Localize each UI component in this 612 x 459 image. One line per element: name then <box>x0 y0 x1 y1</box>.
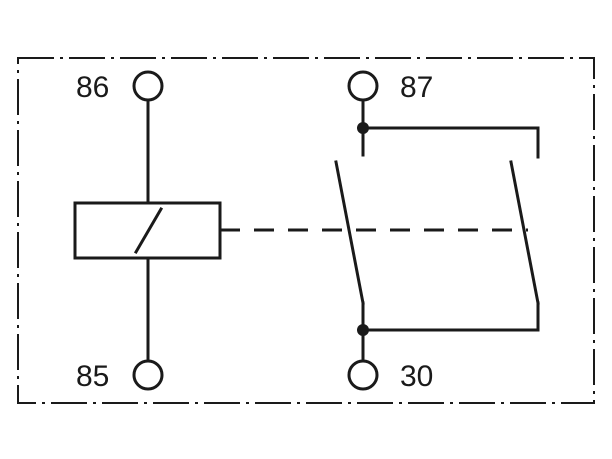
terminal-30-junction <box>357 324 369 336</box>
terminal-87-pin <box>347 70 379 102</box>
terminal-86-label: 86 <box>76 71 109 104</box>
relay-housing-boundary <box>17 57 595 404</box>
terminal-30-bus <box>361 301 540 332</box>
relay-coil-winding-mark <box>133 206 164 255</box>
switch-blade-right <box>509 160 540 305</box>
terminal-30-pin <box>347 359 379 391</box>
terminal-87-label: 87 <box>400 71 433 104</box>
terminal-85-label: 85 <box>76 360 109 393</box>
terminal-85-pin <box>132 359 164 391</box>
terminal-30-label: 30 <box>400 360 433 393</box>
switch-blade-left <box>334 160 365 305</box>
terminal-87-bus <box>361 126 540 159</box>
terminal-86-pin <box>132 70 164 102</box>
